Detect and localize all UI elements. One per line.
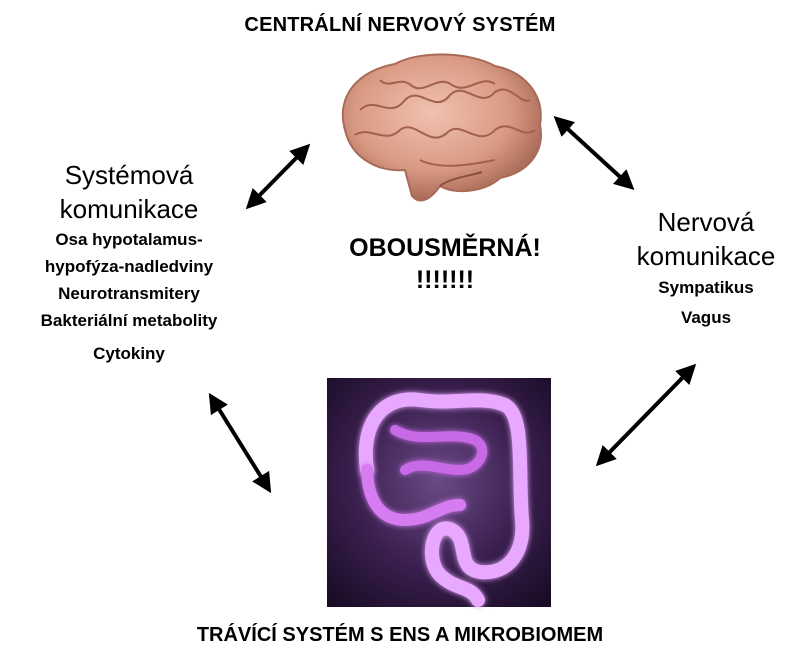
bidirectional-line1: OBOUSMĚRNÁ! xyxy=(320,232,570,264)
systemic-item: Bakteriální metabolity xyxy=(0,307,258,334)
arrow-brain-right xyxy=(558,120,630,186)
bidirectional-label: OBOUSMĚRNÁ! !!!!!!! xyxy=(320,232,570,296)
neural-heading-line1: Nervová xyxy=(612,205,800,239)
gut-icon xyxy=(327,378,551,607)
neural-item: Vagus xyxy=(612,303,800,333)
arrow-left-gut xyxy=(212,398,268,488)
systemic-item: Neurotransmitery xyxy=(0,280,258,307)
arrow-left-brain xyxy=(250,148,306,205)
neural-communication-block: Nervová komunikace Sympatikus Vagus xyxy=(612,205,800,333)
brain-icon xyxy=(343,54,541,200)
systemic-item: Cytokiny xyxy=(0,340,258,367)
systemic-item: Osa hypotalamus- xyxy=(0,226,258,253)
systemic-item: hypofýza-nadledviny xyxy=(0,253,258,280)
gut-title: TRÁVÍCÍ SYSTÉM S ENS A MIKROBIOMEM xyxy=(0,624,800,647)
arrow-gut-right xyxy=(600,368,692,462)
neural-heading-line2: komunikace xyxy=(612,239,800,273)
systemic-heading-line2: komunikace xyxy=(0,192,258,226)
bidirectional-line2: !!!!!!! xyxy=(320,264,570,296)
neural-item: Sympatikus xyxy=(612,273,800,303)
systemic-heading-line1: Systémová xyxy=(0,158,258,192)
systemic-communication-block: Systémová komunikace Osa hypotalamus- hy… xyxy=(0,158,258,367)
